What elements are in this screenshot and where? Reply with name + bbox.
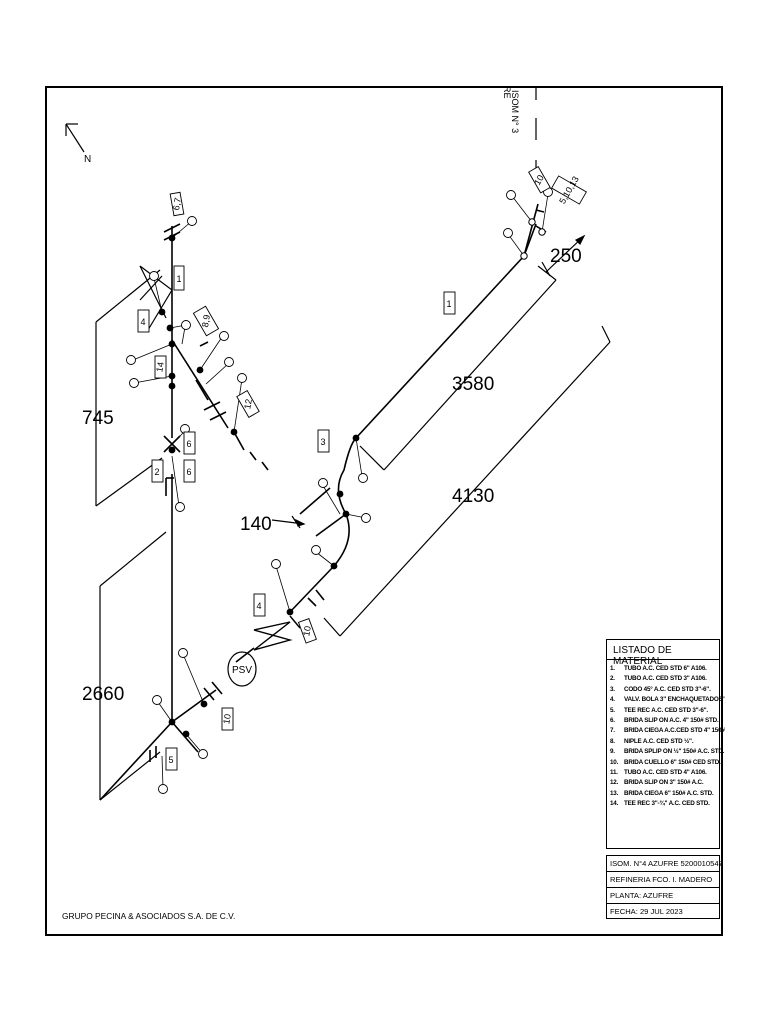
- dimension-4130: 4130: [452, 486, 494, 507]
- dimension-140: 140: [240, 514, 272, 535]
- tag-1-main: 1: [446, 299, 451, 309]
- tag-4-upper: 4: [140, 317, 145, 327]
- dimension-745-line: [95, 269, 163, 507]
- list-item: 11.TUBO A.C. CED STD 4" A106.: [610, 769, 707, 777]
- dimension-140-line: [271, 515, 306, 529]
- dimension-3580-line: [359, 265, 557, 471]
- dimension-745: 745: [82, 408, 114, 429]
- isom-number: ISOM. N°4 AZUFRE 5200010547: [607, 856, 723, 872]
- list-item: 14.TEE REC 3"-¾" A.C. CED STD.: [610, 800, 710, 808]
- north-arrow-icon: [65, 123, 85, 153]
- material-list: 1.TUBO A.C. CED STD 6" A106. 2.TUBO A.C.…: [607, 660, 725, 810]
- refinery-name: REFINERIA FCO. I. MADERO: [607, 872, 719, 888]
- tag-3: 3: [320, 437, 325, 447]
- drawing-sheet-border: [45, 86, 723, 936]
- list-item: 10.BRIDA CUELLO 6" 150# CED STD.: [610, 758, 721, 766]
- psv-valve-icon: [227, 651, 257, 687]
- tag-2: 2: [154, 467, 159, 477]
- list-item: 7.BRIDA CIEGA A.C.CED STD 4" 150#: [610, 727, 725, 735]
- company-name: GRUPO PECINA & ASOCIADOS S.A. DE C.V.: [62, 911, 236, 921]
- part-tag-labels: 6,7 1 4 8,9 14 12 6 6 2 3 4 10 10 5 1 10…: [140, 173, 580, 765]
- list-item: 5.TEE REC A.C. CED STD 3"-6".: [610, 706, 708, 714]
- list-item: 3.CODO 45° A.C. CED STD 3"-6".: [610, 685, 711, 693]
- list-item: 1.TUBO A.C. CED STD 6" A106.: [610, 665, 707, 672]
- main-pipe-lower: [99, 474, 255, 801]
- tag-6-b: 6: [186, 467, 191, 477]
- reference-note: ISOM N° 3: [510, 90, 520, 133]
- weld-points: [158, 234, 360, 738]
- list-item: 9.BRIDA SPLIP ON ½" 150# A.C. STD.: [610, 748, 725, 756]
- material-list-title: LISTADO DE MATERIAL: [607, 640, 719, 667]
- tag-6-a: 6: [186, 439, 191, 449]
- north-label: N: [84, 154, 91, 165]
- tag-8-9: 8,9: [200, 314, 212, 328]
- tag-6-7: 6,7: [171, 197, 183, 211]
- list-item: 4.VALV. BOLA 3" ENCHAQUETADO6": [610, 696, 725, 704]
- dimension-2660: 2660: [82, 684, 124, 705]
- tag-5-10-13: 5,10,13: [557, 174, 581, 205]
- tag-10-a: 10: [301, 625, 313, 637]
- drawing-date: FECHA: 29 JUL 2023: [610, 907, 683, 916]
- tag-10-c: 10: [532, 173, 546, 187]
- list-item: 2.TUBO A.C. CED STD 3" A106.: [610, 675, 707, 683]
- tag-5: 5: [168, 755, 173, 765]
- list-item: 8.NIPLE A.C. CED STD ½".: [610, 737, 694, 745]
- ball-valve-icon: [253, 615, 301, 651]
- list-item: 13.BRIDA CIEGA 6" 150# A.C. STD.: [610, 789, 714, 797]
- dimension-250: 250: [550, 246, 582, 267]
- psv-label: PSV: [232, 665, 252, 676]
- material-list-panel: LISTADO DE MATERIAL 1.TUBO A.C. CED STD …: [606, 639, 725, 849]
- dimension-4130-line: [323, 325, 611, 637]
- balloon-circles: [126, 187, 553, 794]
- tag-10-b: 10: [221, 713, 233, 725]
- tag-4-lower: 4: [256, 601, 261, 611]
- title-block: ISOM. N°4 AZUFRE 5200010547 REFINERIA FC…: [606, 855, 723, 919]
- tag-14: 14: [154, 361, 166, 373]
- dimension-250-line: [541, 234, 586, 277]
- plant-name: PLANTA: AZUFRE: [607, 888, 719, 904]
- tag-12: 12: [242, 398, 254, 410]
- dimension-3580: 3580: [452, 374, 494, 395]
- reference-note-sub: RE: [502, 86, 512, 99]
- part-tag-boxes: [137, 165, 587, 771]
- balloon-leaders: [132, 193, 549, 789]
- tag-1-upper: 1: [176, 274, 181, 284]
- main-pipe-upper: [355, 203, 547, 439]
- list-item: 6.BRIDA SLIP ON A.C. 4" 150# STD.: [610, 717, 719, 725]
- list-item: 12.BRIDA SLIP ON 3" 150# A.C.: [610, 779, 704, 787]
